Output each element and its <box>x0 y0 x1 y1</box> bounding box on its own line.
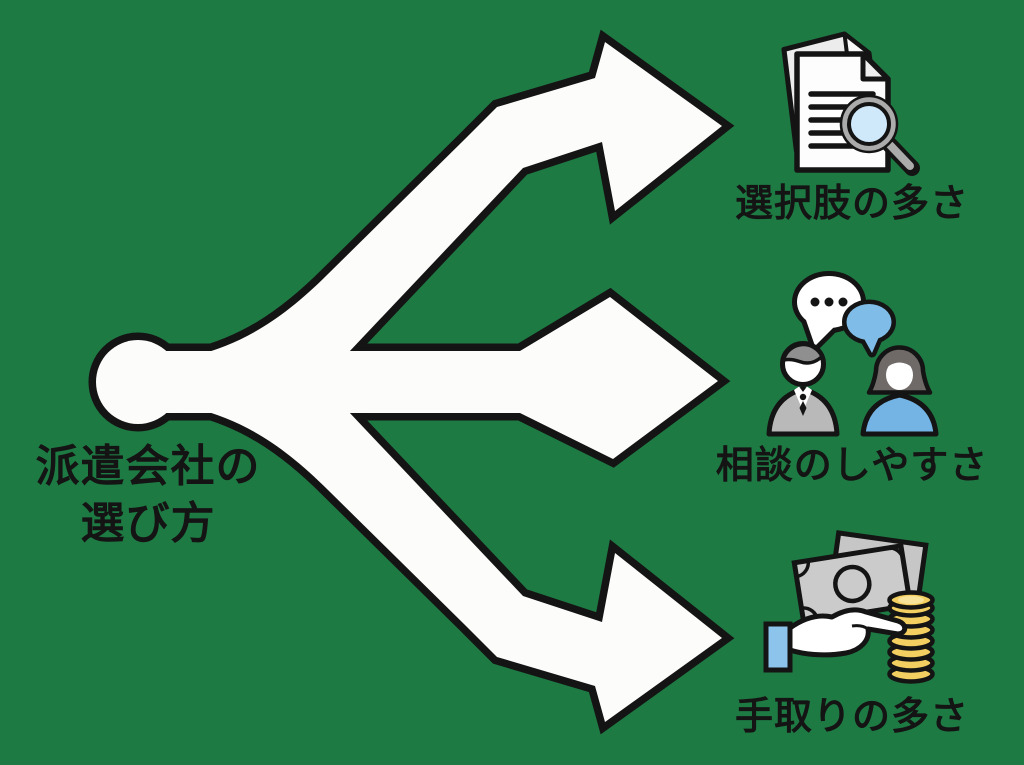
ellipsis-dots <box>810 297 848 307</box>
branching-arrow-fill <box>96 42 722 722</box>
top-coin-highlight <box>898 596 924 604</box>
man-hair <box>781 342 824 365</box>
diagram-title-line2: 選び方 <box>80 499 216 549</box>
money-hand-icon <box>763 530 935 684</box>
diagram-title: 派遣会社の 選び方 <box>10 438 286 552</box>
coin-stack <box>887 590 935 684</box>
blue-speech-bubble <box>842 299 896 358</box>
sleeve-cuff <box>763 621 793 673</box>
man-figure <box>766 341 840 437</box>
man-tie <box>799 393 807 401</box>
woman-figure <box>860 345 939 437</box>
diagram-title-line1: 派遣会社の <box>35 442 261 491</box>
branch-label-consultation: 相談のしやすさ <box>715 445 989 487</box>
magnifier-glass-icon <box>839 94 920 176</box>
offering-hand <box>763 607 908 673</box>
documents-magnifier-icon <box>781 31 920 176</box>
branch-label-choices: 選択肢の多さ <box>734 183 969 225</box>
branch-label-take-home-pay: 手取りの多さ <box>734 696 969 738</box>
consultation-people-icon <box>766 271 939 437</box>
